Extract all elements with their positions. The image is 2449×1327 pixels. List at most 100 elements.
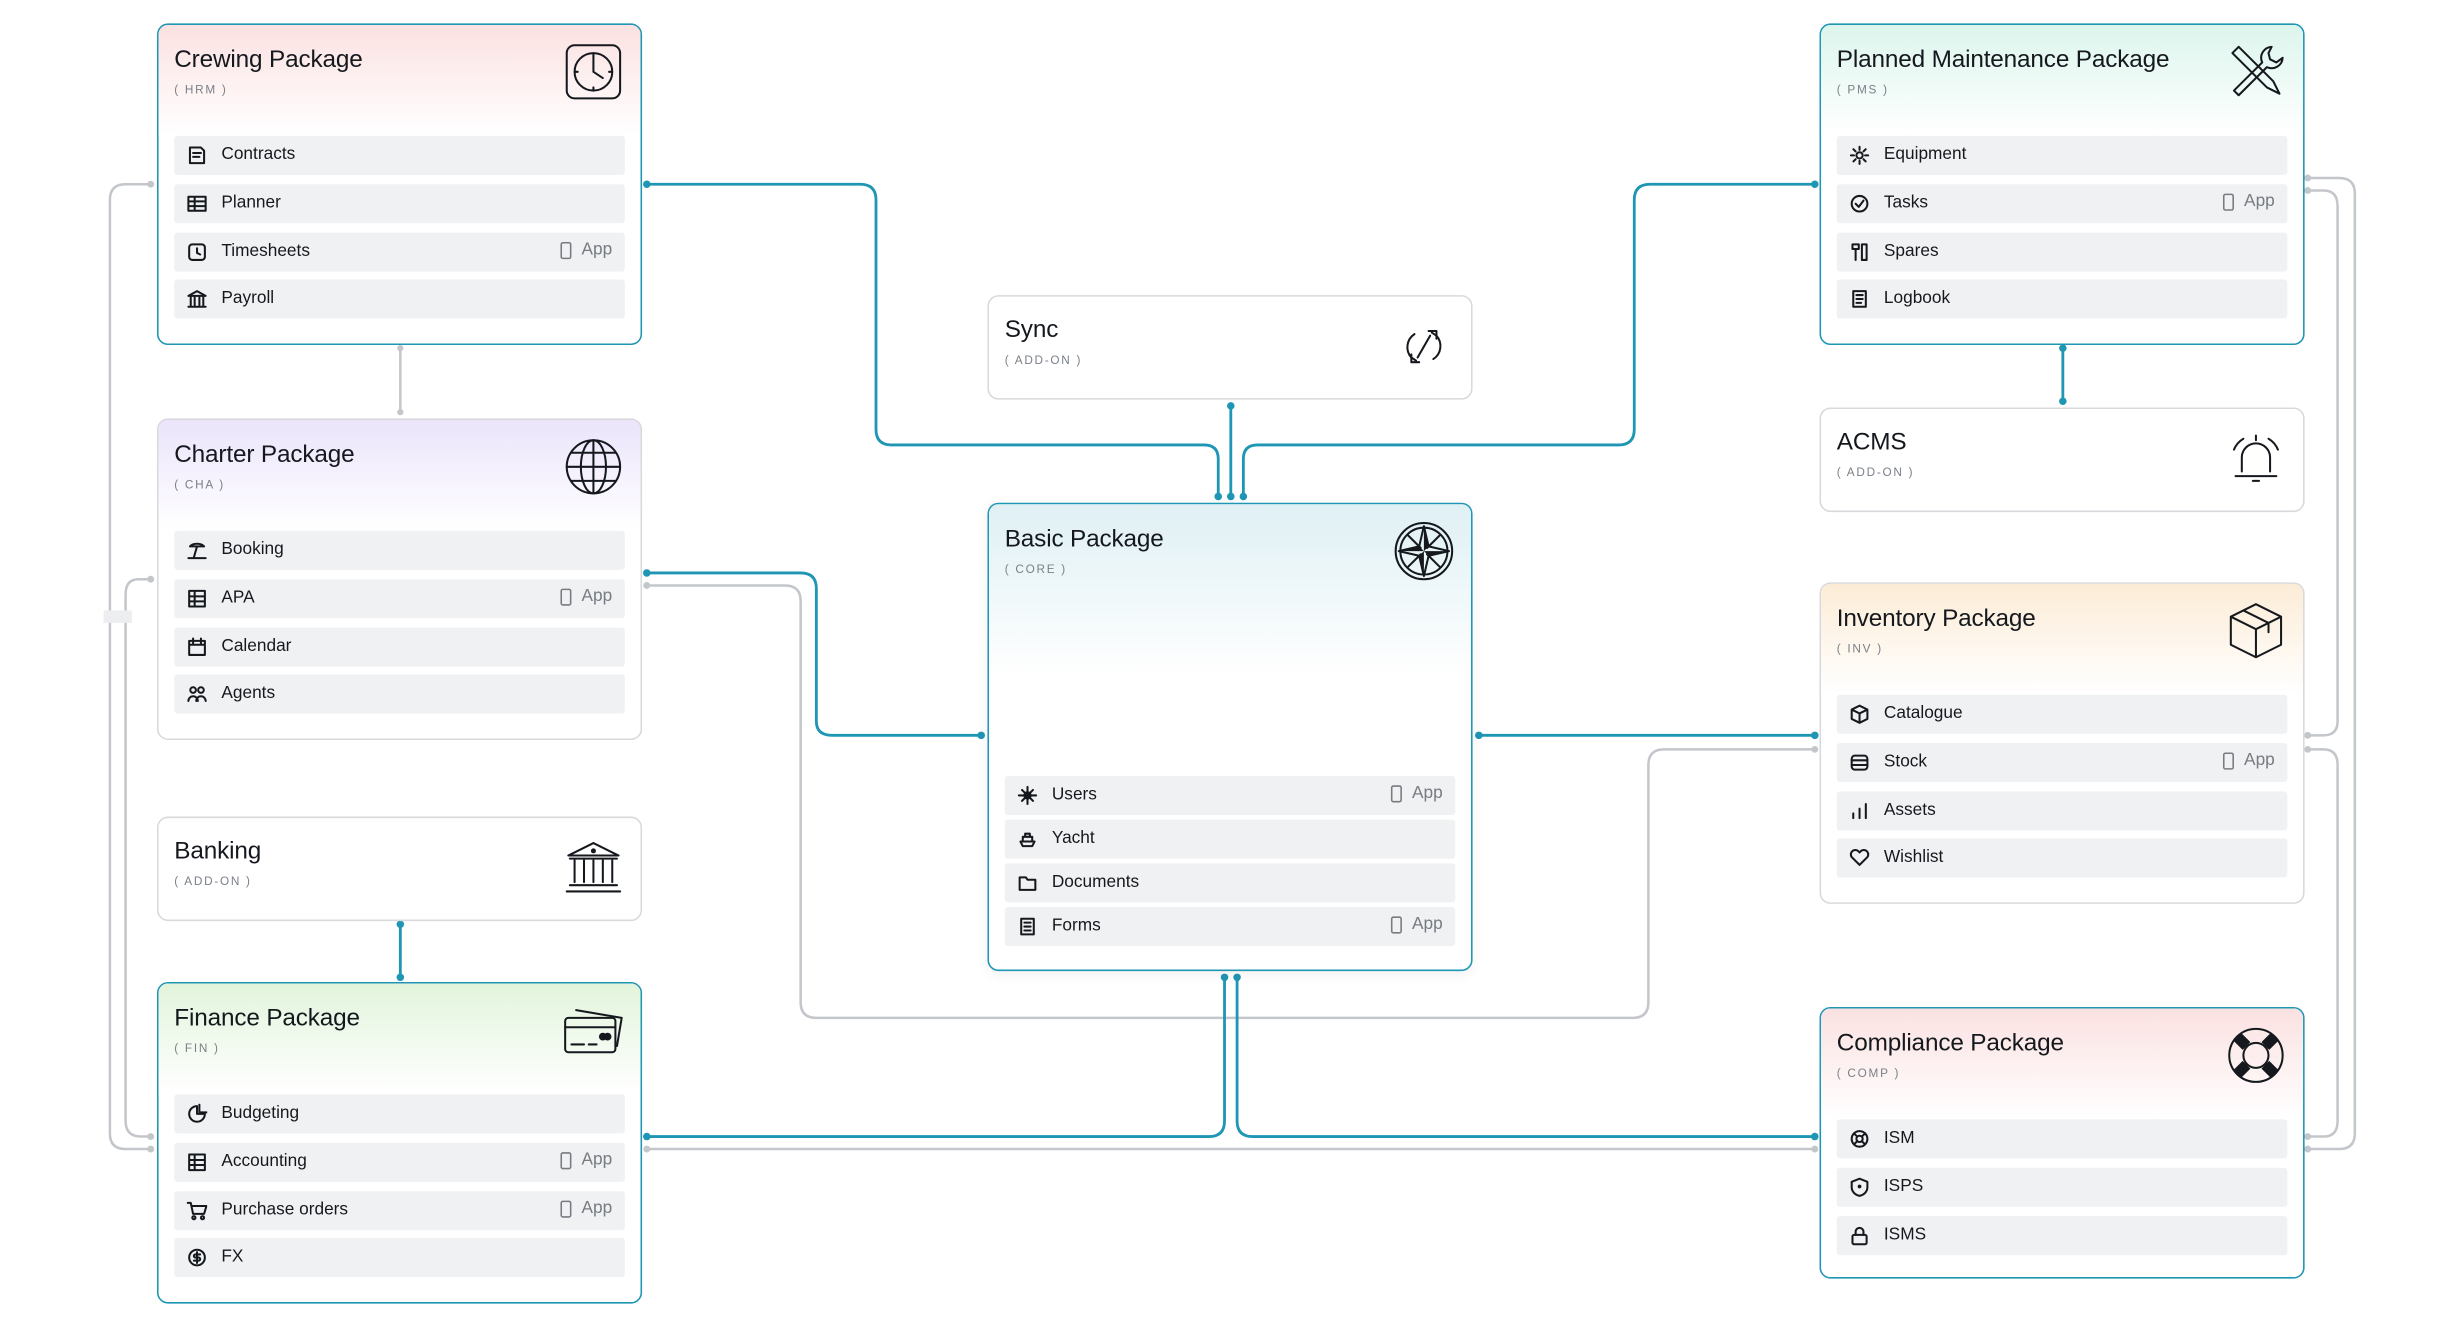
row-assets[interactable]: Assets xyxy=(1836,790,2288,830)
finance-package-card[interactable]: Finance Package ( FIN ) Budgeting Accoun… xyxy=(156,981,643,1304)
row-label: Purchase orders xyxy=(221,1199,349,1219)
phone-icon xyxy=(1390,785,1402,803)
row-spares[interactable]: Spares xyxy=(1836,231,2288,272)
app-badge: App xyxy=(2244,191,2275,211)
lock-icon xyxy=(1851,1226,1868,1245)
bell-icon xyxy=(2232,434,2279,482)
bars-icon xyxy=(1852,802,1867,819)
row-documents[interactable]: Documents xyxy=(1004,863,1456,903)
phone-icon xyxy=(1390,916,1402,934)
row-timesheets[interactable]: Timesheets App xyxy=(174,231,625,272)
planner-icon xyxy=(187,195,207,212)
currency-icon xyxy=(188,1249,206,1267)
row-agents[interactable]: Agents xyxy=(174,675,625,715)
phone-icon xyxy=(560,1199,572,1218)
card-title: Banking xyxy=(174,838,262,865)
row-label: Contracts xyxy=(221,145,296,164)
row-isps[interactable]: ISPS xyxy=(1836,1167,2288,1207)
card-title: Charter Package xyxy=(174,441,355,469)
card-code: ( COMP ) xyxy=(1836,1066,1901,1081)
beach-icon xyxy=(187,542,207,560)
box-icon xyxy=(2229,603,2283,659)
row-budgeting[interactable]: Budgeting xyxy=(174,1094,625,1134)
row-label: ISMS xyxy=(1883,1224,1927,1244)
row-calendar[interactable]: Calendar xyxy=(174,626,625,666)
row-wishlist[interactable]: Wishlist xyxy=(1836,838,2288,879)
row-isms[interactable]: ISMS xyxy=(1836,1215,2288,1255)
phone-icon xyxy=(560,241,572,259)
row-label: Assets xyxy=(1883,800,1936,819)
app-badge: App xyxy=(581,1150,613,1170)
app-badge: App xyxy=(581,239,613,259)
calendar-icon xyxy=(188,636,206,656)
app-badge: App xyxy=(1412,783,1443,803)
row-label: APA xyxy=(221,588,255,607)
row-payroll[interactable]: Payroll xyxy=(174,280,625,320)
phone-icon xyxy=(560,1151,572,1170)
phone-icon xyxy=(560,588,572,606)
row-yacht[interactable]: Yacht xyxy=(1004,819,1456,859)
card-title: Inventory Package xyxy=(1836,605,2036,633)
pms-package-card[interactable]: Planned Maintenance Package ( PMS ) Equi… xyxy=(1819,23,2305,346)
row-label: Equipment xyxy=(1883,145,1967,164)
row-label: Agents xyxy=(221,684,276,704)
app-badge: App xyxy=(581,586,613,606)
inventory-package-card[interactable]: Inventory Package ( INV ) Catalogue Stoc… xyxy=(1819,582,2305,904)
card-title: Sync xyxy=(1004,316,1059,344)
app-badge: App xyxy=(1412,914,1443,934)
form-icon xyxy=(1020,917,1035,936)
spares-icon xyxy=(1851,242,1868,261)
stack-icon xyxy=(1850,754,1869,771)
row-purchase-orders[interactable]: Purchase orders App xyxy=(174,1190,625,1230)
banking-addon-card[interactable]: Banking ( ADD-ON ) xyxy=(156,816,643,922)
row-label: FX xyxy=(221,1248,244,1267)
basic-package-card[interactable]: Basic Package ( CORE ) Users App Yacht D… xyxy=(987,502,1473,972)
row-label: Tasks xyxy=(1883,193,1929,213)
row-booking[interactable]: Booking xyxy=(174,530,625,570)
folder-icon xyxy=(1018,876,1037,891)
row-label: Stock xyxy=(1883,752,1928,771)
row-users[interactable]: Users App xyxy=(1004,775,1456,815)
row-label: ISM xyxy=(1883,1128,1915,1148)
card-title: Compliance Package xyxy=(1836,1030,2064,1057)
row-equipment[interactable]: Equipment xyxy=(1836,135,2288,175)
row-ism[interactable]: ISM xyxy=(1836,1119,2288,1159)
table-icon xyxy=(188,1153,206,1171)
card-code: ( ADD-ON ) xyxy=(1836,465,1915,480)
row-label: Payroll xyxy=(221,289,275,309)
bank-building-icon xyxy=(565,842,622,893)
row-fx[interactable]: FX xyxy=(174,1238,625,1278)
charter-package-card[interactable]: Charter Package ( CHA ) Booking APA App … xyxy=(156,418,643,741)
row-catalogue[interactable]: Catalogue xyxy=(1836,694,2288,734)
clock-icon xyxy=(565,44,622,100)
tools-icon xyxy=(2231,45,2284,97)
table-icon xyxy=(188,589,206,608)
row-forms[interactable]: Forms App xyxy=(1004,907,1456,947)
heart-icon xyxy=(1849,849,1870,867)
row-logbook[interactable]: Logbook xyxy=(1836,280,2288,320)
row-apa[interactable]: APA App xyxy=(174,578,625,618)
row-contracts[interactable]: Contracts xyxy=(174,135,625,175)
row-label: Forms xyxy=(1051,916,1101,936)
lifebuoy-icon xyxy=(2228,1027,2284,1083)
card-code: ( CORE ) xyxy=(1004,562,1067,577)
card-code: ( HRM ) xyxy=(174,82,228,97)
gear-icon xyxy=(1849,145,1870,165)
row-accounting[interactable]: Accounting App xyxy=(174,1142,625,1182)
row-label: Yacht xyxy=(1051,828,1095,848)
row-stock[interactable]: Stock App xyxy=(1836,742,2288,782)
cube-icon xyxy=(1850,704,1869,724)
row-label: Documents xyxy=(1051,872,1140,892)
row-planner[interactable]: Planner xyxy=(174,183,625,223)
bank-icon xyxy=(187,290,207,309)
row-label: Booking xyxy=(221,540,284,559)
timesheet-icon xyxy=(188,242,206,261)
row-tasks[interactable]: Tasks App xyxy=(1836,183,2288,223)
row-label: Catalogue xyxy=(1883,704,1963,723)
sync-addon-card[interactable]: Sync ( ADD-ON ) xyxy=(987,295,1473,400)
crewing-package-card[interactable]: Crewing Package ( HRM ) Contracts Planne… xyxy=(156,23,643,346)
acms-addon-card[interactable]: ACMS ( ADD-ON ) xyxy=(1819,407,2305,513)
row-label: Logbook xyxy=(1883,289,1951,309)
card-code: ( FIN ) xyxy=(174,1041,220,1056)
compliance-package-card[interactable]: Compliance Package ( COMP ) ISM ISPS ISM… xyxy=(1819,1006,2305,1279)
